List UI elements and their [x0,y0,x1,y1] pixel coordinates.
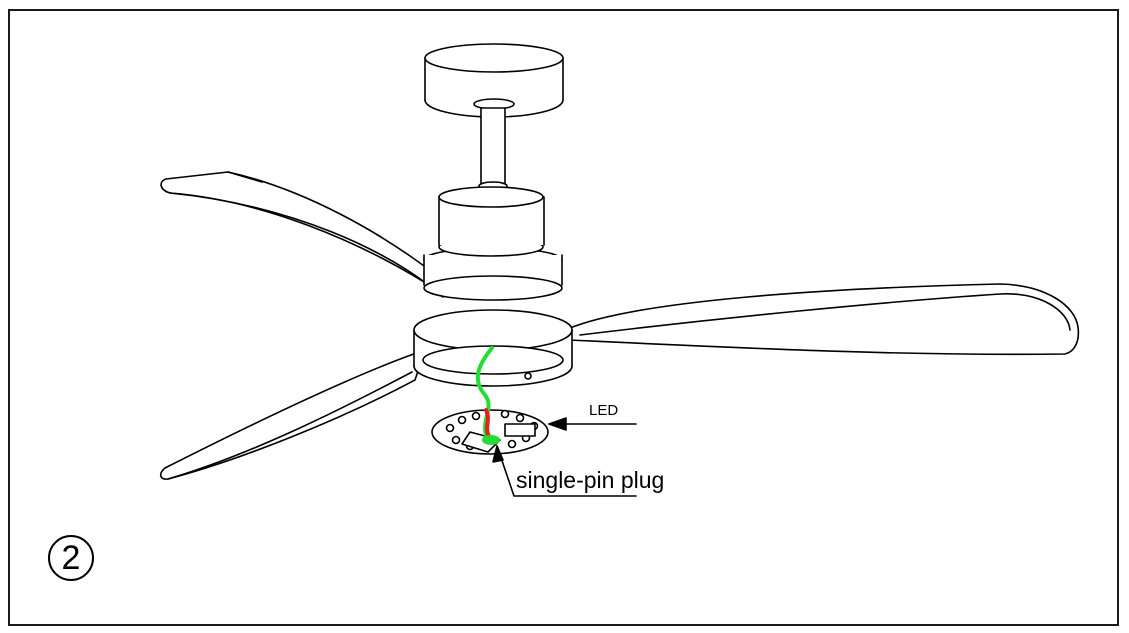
single-pin-plug-label: single-pin plug [516,467,665,493]
plug-leader [496,445,637,497]
downrod [480,107,506,189]
step-number-badge: 2 [48,535,94,581]
canopy [424,43,564,118]
red-wire [484,408,491,438]
wire-connector [482,435,500,445]
light-kit-housing [413,309,573,387]
led-label: LED [589,402,619,419]
blade-left-upper [160,171,446,298]
green-wire [475,346,494,440]
motor-housing [423,186,563,301]
led-plate [431,409,549,455]
diagram-frame [8,9,1119,626]
blade-left-lower [159,349,426,480]
blade-right [569,283,1080,356]
